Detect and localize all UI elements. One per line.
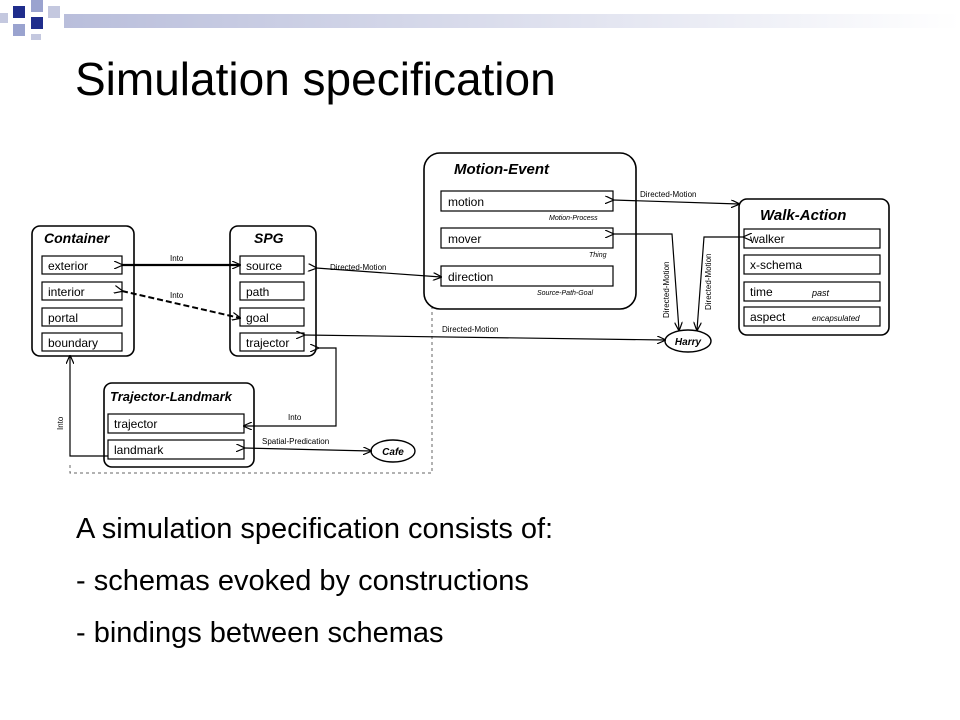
link-trajector-harry: Directed-Motion	[304, 325, 665, 340]
role-box	[41, 332, 123, 352]
logo-square	[48, 6, 60, 18]
role-label: time	[750, 285, 773, 299]
role-label: landmark	[114, 443, 164, 457]
link-label: Directed-Motion	[330, 263, 386, 272]
role-type: Thing	[589, 252, 607, 259]
role-label: motion	[448, 195, 484, 209]
link-label: Directed-Motion	[662, 262, 671, 318]
role-label: aspect	[750, 310, 786, 324]
role-label: boundary	[48, 336, 98, 350]
logo-square	[31, 34, 41, 40]
slide-title: Simulation specification	[75, 53, 556, 105]
role-label: exterior	[48, 259, 88, 273]
schema-title: Trajector-Landmark	[110, 389, 233, 404]
logo-bar	[64, 14, 960, 28]
link-walker-harry: Directed-Motion	[697, 237, 744, 330]
link-landmark-cafe: Spatial-Predication	[244, 437, 371, 451]
logo-square	[13, 24, 25, 36]
schema-title: Motion-Event	[454, 161, 550, 178]
link-label: Directed-Motion	[640, 190, 696, 199]
entity-harry: Harry	[664, 329, 712, 353]
schema-title: Walk-Action	[760, 207, 846, 224]
entity-label: Cafe	[382, 447, 404, 458]
role-label: trajector	[114, 417, 157, 431]
link-trajector-trajector: Into	[244, 348, 337, 426]
role-label: interior	[48, 285, 85, 299]
role-label: path	[246, 285, 269, 299]
link-label: Directed-Motion	[704, 254, 713, 310]
entity-cafe: Cafe	[370, 439, 416, 463]
body-text: A simulation specification consists of: …	[76, 503, 553, 659]
link-label: Into	[56, 416, 65, 430]
link-mover-harry: Directed-Motion	[613, 234, 679, 330]
body-intro: A simulation specification consists of:	[76, 513, 554, 545]
role-label: source	[246, 259, 282, 273]
role-value: encapsulated	[812, 314, 860, 323]
link-interior-goal: Into	[122, 291, 240, 318]
link-label: Into	[170, 254, 184, 263]
schema-title: Container	[44, 230, 111, 246]
link-landmark-container: Into	[56, 356, 108, 457]
logo-square	[31, 17, 43, 29]
diagram-border	[69, 160, 433, 474]
role-label: portal	[48, 311, 78, 325]
link-label: Directed-Motion	[442, 325, 498, 334]
role-label: trajector	[246, 336, 289, 350]
role-type: Motion-Process	[549, 215, 598, 222]
link-exterior-source: Into	[122, 254, 240, 265]
role-label: walker	[749, 232, 785, 246]
schema-title: SPG	[254, 230, 284, 246]
schema-walk-action: Walk-Action walker x-schema time past as…	[738, 198, 890, 336]
role-label: x-schema	[750, 258, 802, 272]
bullet-item: - bindings between schemas	[76, 617, 444, 649]
schema-spg: SPG source path goal trajector	[229, 225, 317, 357]
role-value: past	[811, 288, 830, 298]
role-label: direction	[448, 270, 493, 284]
logo-square	[13, 6, 25, 18]
schema-container: Container exterior interior portal bound…	[31, 225, 135, 357]
role-label: goal	[246, 311, 269, 325]
logo-square	[0, 13, 8, 23]
role-label: mover	[448, 232, 481, 246]
link-spg-direction: Directed-Motion	[316, 263, 441, 277]
role-type: Source-Path-Goal	[537, 290, 593, 297]
bullet-item: - schemas evoked by constructions	[76, 565, 529, 597]
link-motion-walk-action: Directed-Motion	[613, 190, 739, 204]
schema-motion-event: Motion-Event motion Motion-Process mover…	[423, 152, 637, 310]
slide-logo	[0, 0, 960, 40]
link-label: Spatial-Predication	[262, 437, 329, 446]
logo-square	[31, 0, 43, 12]
link-label: Into	[288, 413, 302, 422]
link-label: Into	[170, 291, 184, 300]
schema-trajector-landmark: Trajector-Landmark trajector landmark	[103, 382, 255, 468]
entity-label: Harry	[675, 337, 702, 348]
